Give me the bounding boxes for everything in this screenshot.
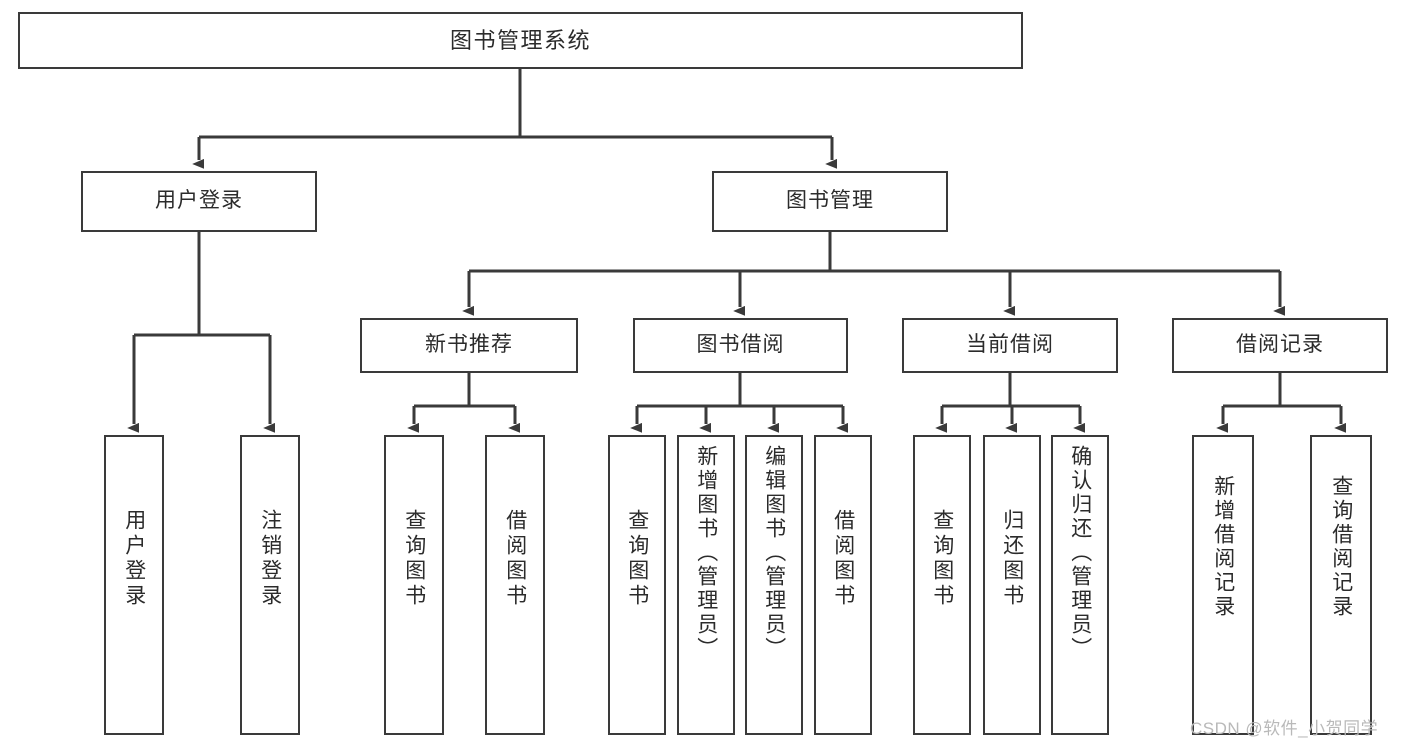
node-book-borrow[interactable]: 图书借阅 [633,318,848,373]
node-leaf-edit-book-admin-label: 编辑图书（管理员） [762,445,786,661]
node-leaf-borrow-book-2-label: 借阅图书 [831,509,855,609]
node-leaf-add-record[interactable]: 新增借阅记录 [1192,435,1254,735]
node-leaf-query-book-3[interactable]: 查询图书 [913,435,971,735]
node-borrow-record[interactable]: 借阅记录 [1172,318,1388,373]
node-leaf-query-book-3-label: 查询图书 [930,509,954,609]
node-leaf-user-logout[interactable]: 注销登录 [240,435,300,735]
node-leaf-user-login[interactable]: 用户登录 [104,435,164,735]
node-user-login[interactable]: 用户登录 [81,171,317,232]
node-current-borrow-label: 当前借阅 [966,333,1054,357]
node-leaf-query-record[interactable]: 查询借阅记录 [1310,435,1372,735]
node-leaf-add-record-label: 新增借阅记录 [1211,475,1235,619]
node-current-borrow[interactable]: 当前借阅 [902,318,1118,373]
node-book-manage[interactable]: 图书管理 [712,171,948,232]
node-leaf-user-logout-label: 注销登录 [258,509,282,609]
csdn-watermark: CSDN @软件_小贺同学 [1190,719,1379,738]
node-user-login-label: 用户登录 [155,189,243,213]
node-book-borrow-label: 图书借阅 [696,333,785,357]
node-leaf-borrow-book-1-label: 借阅图书 [503,509,527,609]
node-book-manage-label: 图书管理 [786,189,874,213]
node-leaf-query-book-2[interactable]: 查询图书 [608,435,666,735]
node-leaf-confirm-return-label: 确认归还（管理员） [1068,445,1092,661]
node-new-book-rec[interactable]: 新书推荐 [360,318,578,373]
node-leaf-query-book-2-label: 查询图书 [625,509,649,609]
node-root[interactable]: 图书管理系统 [18,12,1023,69]
node-borrow-record-label: 借阅记录 [1236,333,1324,357]
node-leaf-return-book-label: 归还图书 [1000,509,1024,609]
node-leaf-add-book-admin[interactable]: 新增图书（管理员） [677,435,735,735]
node-leaf-user-login-label: 用户登录 [122,509,146,609]
node-leaf-edit-book-admin[interactable]: 编辑图书（管理员） [745,435,803,735]
node-leaf-borrow-book-2[interactable]: 借阅图书 [814,435,872,735]
node-leaf-return-book[interactable]: 归还图书 [983,435,1041,735]
node-leaf-query-book-1[interactable]: 查询图书 [384,435,444,735]
node-new-book-rec-label: 新书推荐 [425,333,513,357]
node-leaf-add-book-admin-label: 新增图书（管理员） [694,445,718,661]
node-leaf-borrow-book-1[interactable]: 借阅图书 [485,435,545,735]
node-leaf-query-record-label: 查询借阅记录 [1329,475,1353,619]
node-leaf-query-book-1-label: 查询图书 [402,509,426,609]
node-root-label: 图书管理系统 [449,27,591,53]
node-leaf-confirm-return[interactable]: 确认归还（管理员） [1051,435,1109,735]
